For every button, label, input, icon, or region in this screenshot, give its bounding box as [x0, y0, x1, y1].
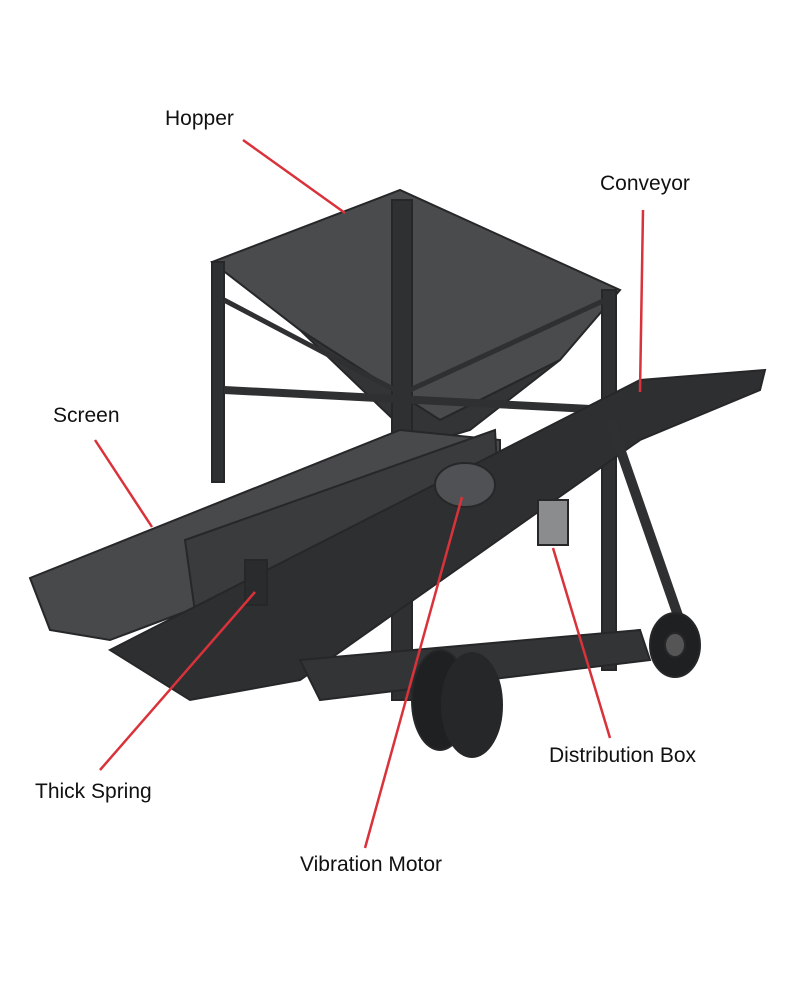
distribution-box [537, 499, 569, 546]
screen-leader-line [93, 439, 154, 528]
wheel [441, 652, 503, 758]
conveyor-leader-line [638, 209, 645, 393]
vibration-motor [434, 462, 496, 508]
leader-lines [93, 138, 645, 849]
thick-spring [244, 559, 268, 606]
thick-spring-leader-line [99, 591, 256, 771]
thick-spring-label: Thick Spring [35, 780, 152, 803]
distribution-box-label: Distribution Box [549, 744, 697, 767]
mobile-screening-machine [28, 188, 767, 758]
vibration-motor-label: Vibration Motor [300, 853, 443, 876]
screen-label: Screen [53, 404, 120, 427]
conveyor [107, 368, 767, 702]
distribution-box-leader-line [551, 547, 612, 739]
conveyor-label: Conveyor [600, 172, 690, 195]
hopper-label: Hopper [165, 107, 234, 130]
vibration-motor-leader-line [363, 496, 464, 849]
hopper-leader-line [242, 138, 346, 215]
